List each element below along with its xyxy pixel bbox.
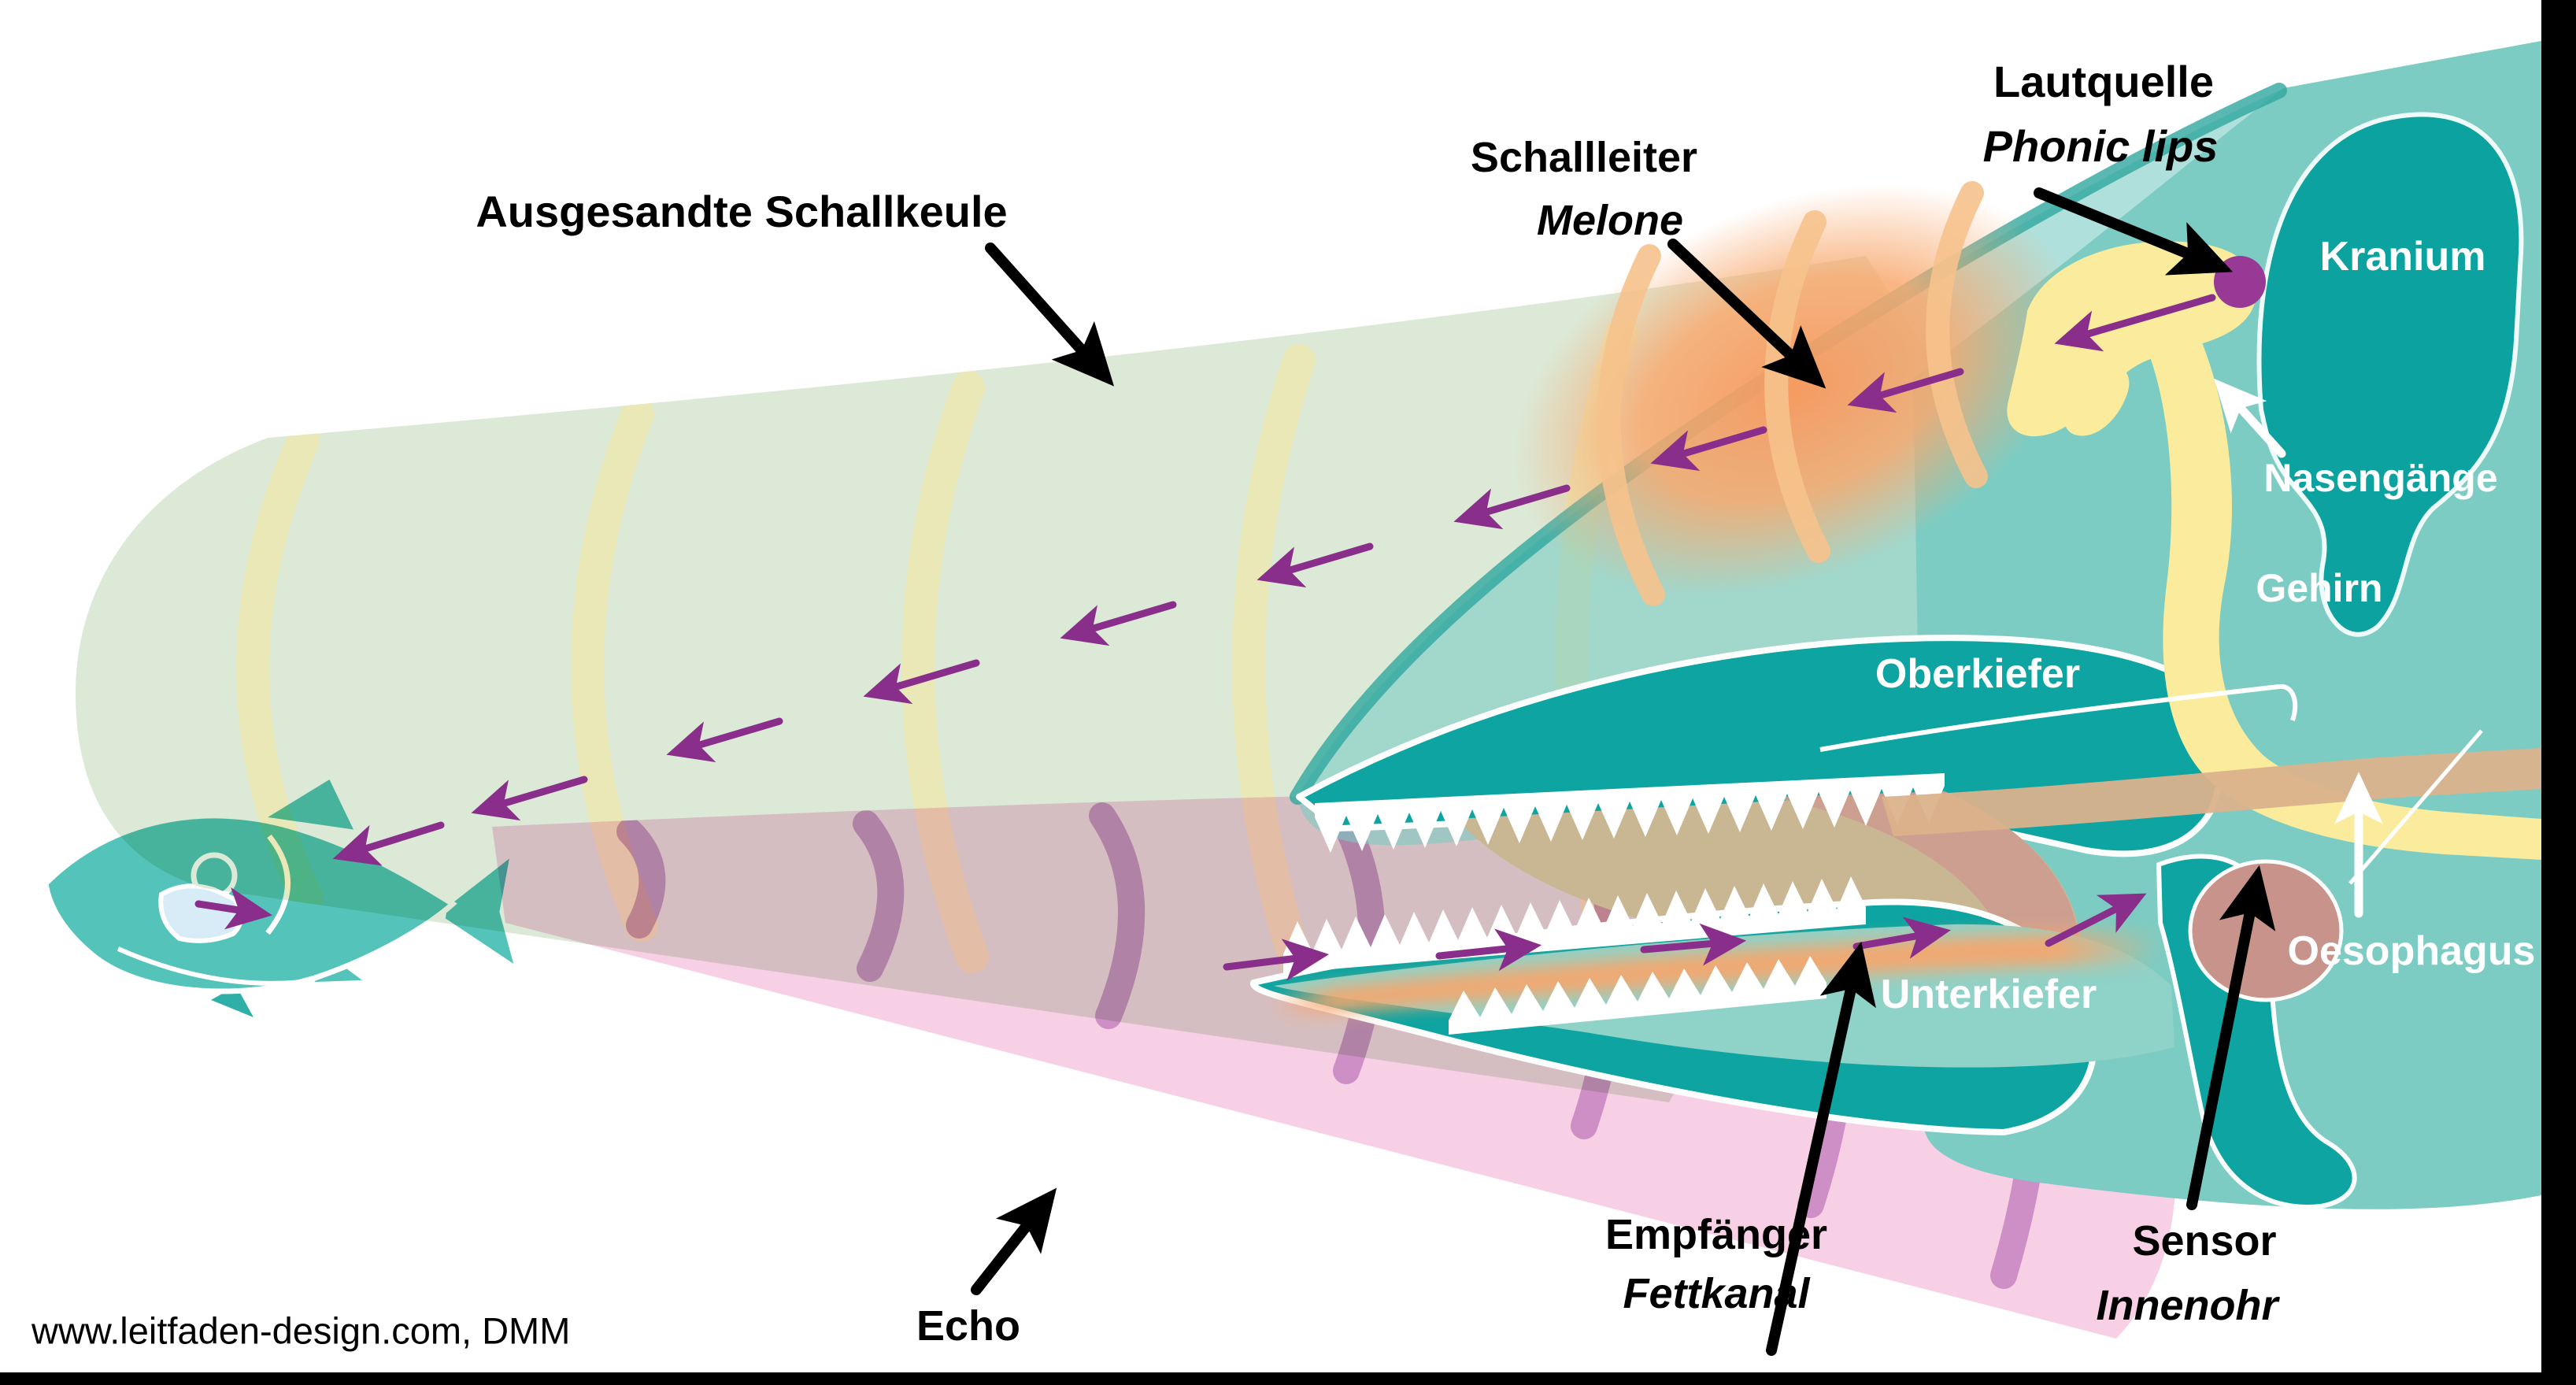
emitted-sound-arrow — [666, 717, 783, 763]
fish-swim-bladder — [158, 883, 243, 943]
watermark: www.leitfaden-design.com, DMM — [31, 1309, 571, 1352]
echo-sound-arrow — [1223, 939, 1330, 981]
emitted-sound-arrow — [863, 659, 980, 705]
label-brain: Gehirn — [2256, 566, 2383, 610]
emitted-sound-arrow — [332, 821, 445, 866]
wave-arc — [853, 810, 905, 982]
wave-arc — [1597, 244, 1665, 606]
label-lower-jaw: Unterkiefer — [1880, 972, 2097, 1017]
wave-arc — [616, 818, 666, 939]
echo-start-arrow — [194, 887, 273, 930]
emitted-sound-arrow — [1257, 543, 1374, 588]
emitted-beam-label-arrow — [985, 243, 1115, 387]
label-melon: Melone — [1536, 197, 1684, 244]
accent-line — [2348, 729, 2483, 885]
echo-sound-arrow — [1435, 928, 1542, 972]
sound-direction-arrows — [194, 294, 2216, 981]
label-phonic-lips: Phonic lips — [1982, 121, 2219, 171]
emitted-sound-arrow — [1650, 426, 1767, 472]
fat-channel-label-arrow — [1766, 941, 1876, 1356]
emitted-sound-arrow — [1060, 601, 1177, 646]
label-arrows-white — [2214, 378, 2383, 918]
phonic-lips-label-arrow — [2034, 187, 2234, 276]
nasal-sac-small — [2063, 365, 2130, 436]
nasal-tube — [2148, 339, 2541, 860]
label-receiver: Empfänger — [1604, 1211, 1828, 1258]
echo-label-arrow — [971, 1187, 1057, 1295]
upper-teeth — [1315, 773, 1945, 853]
wave-arc — [1089, 802, 1146, 1029]
fish-belly-line — [117, 946, 316, 986]
label-upper-jaw: Oberkiefer — [1875, 651, 2081, 697]
nasal-passages — [2007, 241, 2541, 860]
melon-label-arrow — [1667, 239, 1827, 389]
nasal-sac — [2007, 241, 2257, 437]
label-arrows-black — [971, 187, 2276, 1356]
echo-sound-arrow — [1640, 923, 1747, 966]
fish-ventral-fin — [211, 986, 254, 1017]
label-emitted-beam: Ausgesandte Schallkeule — [476, 187, 1008, 236]
label-sensor: Sensor — [2132, 1217, 2277, 1265]
nasal-label-arrow — [2214, 378, 2286, 458]
emitted-sound-arrow — [1847, 368, 1964, 413]
label-cranium: Kranium — [2319, 234, 2486, 280]
emitted-sound-arrow — [471, 776, 588, 821]
label-fat-channel: Fettkanal — [1623, 1270, 1810, 1317]
echo-sound-arrow — [2045, 893, 2147, 947]
throat-groove-line — [1819, 683, 2298, 752]
oesophagus-tube — [1882, 748, 2541, 836]
lower-teeth-outer — [1283, 876, 1866, 973]
label-sound-conductor: Schallleiter — [1470, 134, 1698, 181]
emitted-sound-arrow — [1453, 484, 1571, 530]
label-oesophagus: Oesophagus — [2287, 928, 2536, 974]
lower-teeth-inner — [1449, 956, 1827, 1035]
inner-ear-label-arrow — [2186, 865, 2276, 1210]
label-inner-ear: Innenohr — [2096, 1282, 2278, 1329]
label-nasal-passages: Nasengänge — [2263, 456, 2498, 500]
wave-arc — [1926, 181, 1988, 488]
wave-arc — [236, 424, 324, 914]
label-echo: Echo — [916, 1302, 1021, 1350]
cranium — [2256, 112, 2524, 637]
emitted-sound-arrow — [2054, 294, 2216, 352]
label-sound-source: Lautquelle — [1993, 57, 2215, 106]
